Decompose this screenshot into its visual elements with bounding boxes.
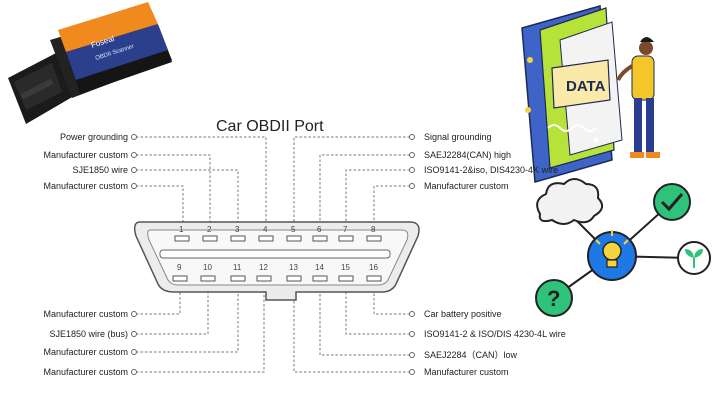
pin-number: 11 bbox=[233, 263, 242, 272]
pin-label: SAEJ2284(CAN) high bbox=[424, 150, 511, 160]
pin-label: Manufacturer custom bbox=[43, 181, 128, 191]
right-pin-labels: Signal grounding SAEJ2284(CAN) high ISO9… bbox=[424, 132, 566, 377]
svg-text:?: ? bbox=[547, 286, 560, 311]
pin-label: Manufacturer custom bbox=[43, 347, 128, 357]
leader-dots bbox=[131, 134, 415, 375]
bottom-pin-numbers: 9 10 11 12 13 14 15 16 bbox=[177, 263, 378, 272]
pin-number: 13 bbox=[289, 263, 298, 272]
person-head bbox=[639, 41, 653, 55]
pin-number: 14 bbox=[315, 263, 324, 272]
pin-number: 3 bbox=[235, 225, 240, 234]
pin-number: 1 bbox=[179, 225, 184, 234]
check-icon bbox=[653, 183, 691, 221]
connector-divider bbox=[159, 249, 391, 259]
obd-scanner-image: Foseal OBDII Scanner bbox=[8, 2, 172, 124]
pin-number: 5 bbox=[291, 225, 296, 234]
pin-number: 4 bbox=[263, 225, 268, 234]
pin-number: 2 bbox=[207, 225, 212, 234]
pin-number: 10 bbox=[203, 263, 212, 272]
pin-number: 12 bbox=[259, 263, 268, 272]
question-icon: ? bbox=[535, 279, 573, 317]
leader-lines bbox=[136, 136, 410, 373]
left-pin-labels: Power grounding Manufacturer custom SJE1… bbox=[43, 132, 128, 377]
pin-label: Car battery positive bbox=[424, 309, 502, 319]
pin-label: Signal grounding bbox=[424, 132, 492, 142]
pin-number: 15 bbox=[341, 263, 350, 272]
pin-number: 6 bbox=[317, 225, 322, 234]
book-label: DATA bbox=[566, 78, 606, 95]
diagram-title: Car OBDII Port bbox=[216, 118, 324, 135]
pin-label: Manufacturer custom bbox=[43, 367, 128, 377]
pin-slots bbox=[172, 235, 382, 282]
pin-label: Manufacturer custom bbox=[43, 309, 128, 319]
pin-label: SAEJ2284（CAN）low bbox=[424, 350, 518, 360]
top-pin-numbers: 1 2 3 4 5 6 7 8 bbox=[179, 225, 376, 234]
pin-number: 9 bbox=[177, 263, 182, 272]
pin-label: ISO9141-2&iso, DIS4230-4K wire bbox=[424, 165, 558, 175]
pin-number: 16 bbox=[369, 263, 378, 272]
pin-number: 7 bbox=[343, 225, 348, 234]
sprout-icon bbox=[677, 241, 711, 275]
idea-network-illustration: ? bbox=[535, 178, 711, 317]
pin-label: SJE1850 wire bbox=[72, 165, 128, 175]
pin-label: ISO9141-2 & ISO/DIS 4230-4L wire bbox=[424, 329, 566, 339]
pin-label: Manufacturer custom bbox=[424, 181, 509, 191]
pin-number: 8 bbox=[371, 225, 376, 234]
cloud-icon bbox=[536, 178, 604, 225]
obd-connector bbox=[133, 221, 420, 301]
pin-label: Power grounding bbox=[60, 132, 128, 142]
data-book-illustration: DATA bbox=[521, 5, 660, 183]
lightbulb-icon bbox=[587, 230, 637, 281]
pin-label: Manufacturer custom bbox=[43, 150, 128, 160]
pin-label: Manufacturer custom bbox=[424, 367, 509, 377]
pin-label: SJE1850 wire (bus) bbox=[49, 329, 128, 339]
